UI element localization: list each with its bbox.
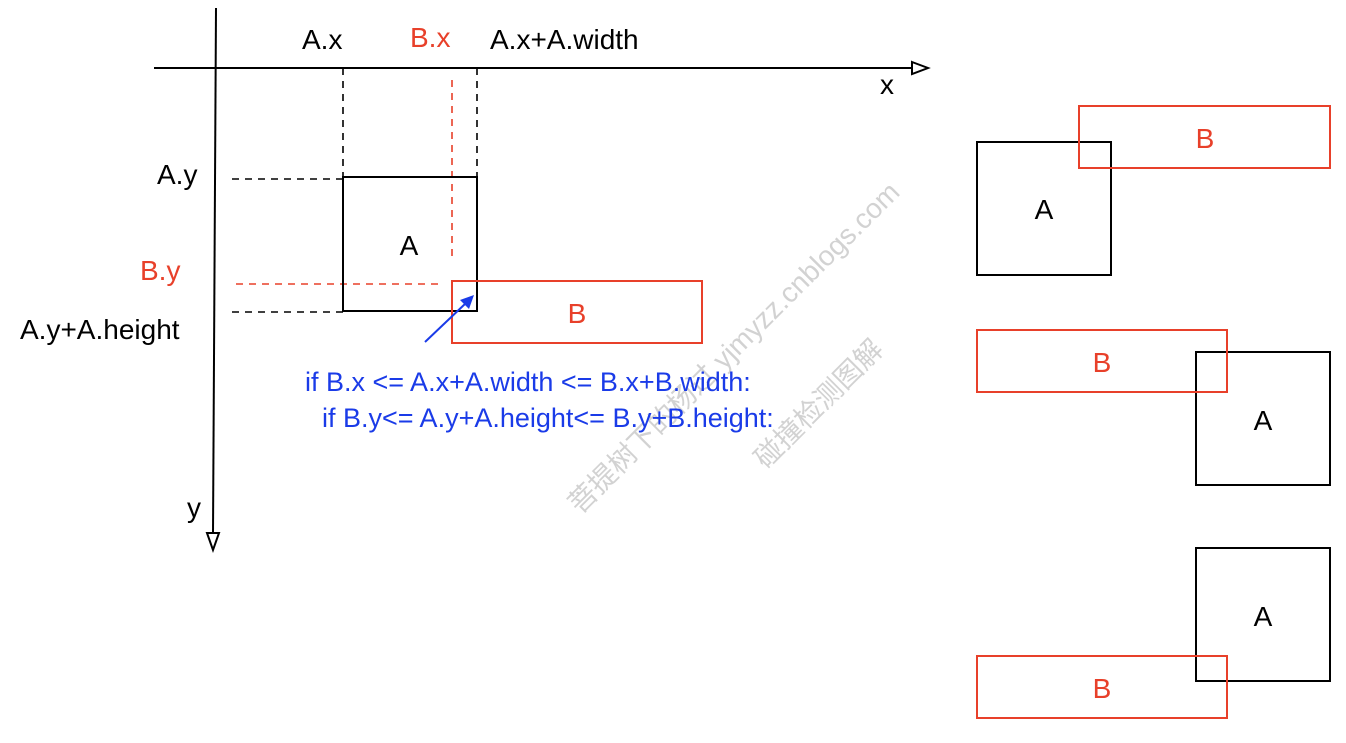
- guide-lines: [232, 68, 478, 313]
- example-2-b-label: B: [1093, 347, 1112, 378]
- y-axis-arrow-icon: [205, 532, 221, 554]
- example-2-a-label: A: [1254, 405, 1273, 436]
- example-3-b-label: B: [1093, 673, 1112, 704]
- example-3-rect-a: [1195, 547, 1331, 682]
- condition-line-1: if B.x <= A.x+A.width <= B.x+B.width:: [305, 367, 751, 397]
- rect-a: [342, 176, 478, 312]
- example-2-rect-b: [976, 329, 1228, 393]
- pointer-arrow-icon: [424, 295, 474, 343]
- example-3: A B: [976, 547, 1331, 719]
- example-1: A B: [976, 105, 1331, 276]
- coordinate-axes: [154, 7, 931, 554]
- label-a-x-width: A.x+A.width: [490, 24, 639, 55]
- label-a-y-height: A.y+A.height: [20, 314, 180, 345]
- watermark: 菩提树下的杨过 yjmyzz.cnblogs.com 碰撞检测图解: [562, 176, 905, 519]
- example-2-rect-a: [1195, 351, 1331, 486]
- label-b-x: B.x: [410, 22, 450, 53]
- example-3-rect-b: [976, 655, 1228, 719]
- rect-a-label: A: [400, 230, 419, 261]
- condition-line-2: if B.y<= A.y+A.height<= B.y+B.height:: [322, 403, 774, 433]
- example-3-a-label: A: [1254, 601, 1273, 632]
- rect-b: [451, 280, 703, 344]
- label-a-x: A.x: [302, 24, 342, 55]
- label-a-y: A.y: [157, 159, 197, 190]
- x-axis-label: x: [880, 69, 894, 100]
- example-1-rect-b: [1078, 105, 1331, 169]
- y-axis-label: y: [187, 492, 201, 523]
- y-axis: [212, 7, 217, 534]
- example-2: A B: [976, 329, 1331, 486]
- rect-b-label: B: [568, 298, 587, 329]
- x-axis-arrow-icon: [911, 60, 931, 76]
- example-1-b-label: B: [1196, 123, 1215, 154]
- example-1-a-label: A: [1035, 194, 1054, 225]
- label-b-y: B.y: [140, 255, 180, 286]
- example-1-rect-a: [976, 141, 1112, 276]
